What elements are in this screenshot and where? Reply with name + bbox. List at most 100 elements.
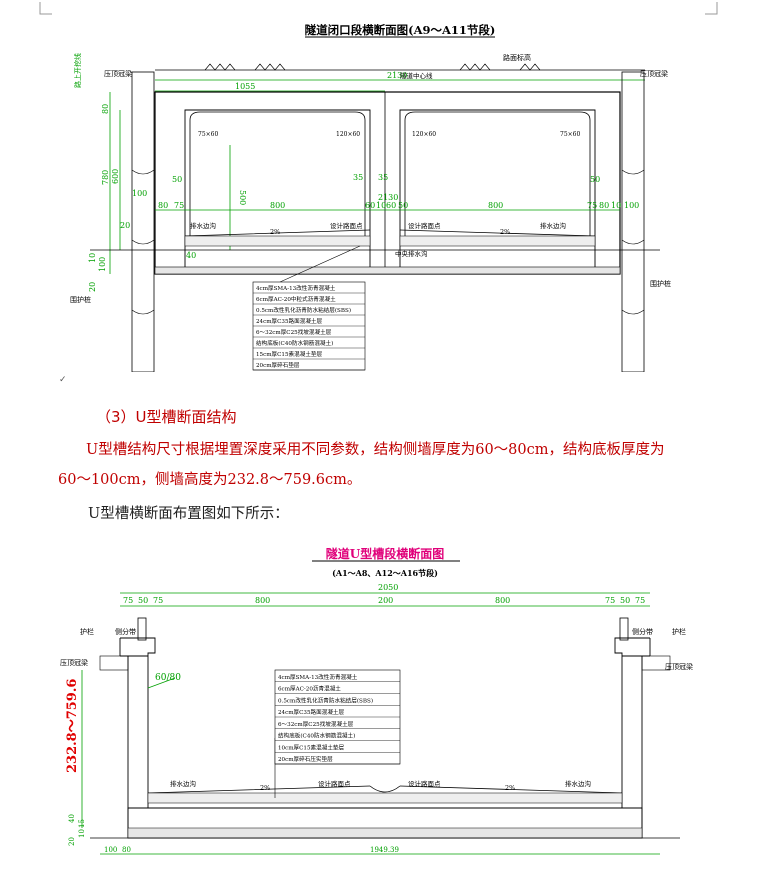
layer-row: 6cm厚AC-20沥青混凝土 bbox=[278, 685, 341, 693]
dim-half: 1055 bbox=[235, 82, 255, 91]
row-800b: 800 bbox=[488, 201, 503, 210]
dim2-r4: 800 bbox=[255, 596, 270, 605]
guard-r: 护栏 bbox=[672, 627, 686, 636]
u-groove-section-drawing: 隧道U型槽段横断面图 (A1～A8、A12～A16节段) 2050 75 50 … bbox=[60, 538, 710, 870]
row-800a: 800 bbox=[270, 201, 285, 210]
dim2-r3: 75 bbox=[153, 596, 163, 605]
row-100: 100 bbox=[624, 201, 639, 210]
dim-height: 780 bbox=[101, 170, 110, 185]
pile-left-label: 围护桩 bbox=[70, 295, 91, 304]
row-50: 50 bbox=[398, 201, 408, 210]
dim-total: 2130 bbox=[387, 71, 407, 80]
road-center-r-label: 设计路面点 bbox=[408, 221, 441, 230]
drain2-r: 排水边沟 bbox=[565, 779, 591, 788]
dim2-total: 2050 bbox=[378, 583, 398, 592]
dim-20: 20 bbox=[120, 221, 130, 230]
layers-table-2: 4cm厚SMA-13改性沥青混凝土 6cm厚AC-20沥青混凝土 0.5cm改性乳化… bbox=[274, 669, 401, 765]
left-crown-label: 压顶冠梁 bbox=[104, 69, 132, 78]
figure-caption: U型槽横断面布置图如下所示： bbox=[88, 506, 289, 522]
slope-r: 2% bbox=[500, 228, 510, 236]
dim2-r8: 50 bbox=[620, 596, 630, 605]
dim2-v10: 10 bbox=[78, 829, 86, 838]
section-heading: （3）U型槽断面结构 bbox=[96, 408, 237, 426]
dim2-b1: 100 bbox=[104, 846, 117, 854]
dim2-b3: 1949.39 bbox=[370, 846, 399, 854]
slope2-l: 2% bbox=[260, 784, 270, 792]
dim2-v20: 20 bbox=[68, 837, 76, 846]
drain-left-label: 排水边沟 bbox=[190, 221, 216, 230]
dim2-r9: 75 bbox=[635, 596, 645, 605]
dim2-r7: 75 bbox=[605, 596, 615, 605]
dim-wall50-r: 50 bbox=[590, 175, 600, 184]
row-10b: 10 bbox=[611, 201, 621, 210]
road-design-label: 路面标高 bbox=[503, 53, 531, 62]
dim-mid-h: 500 bbox=[238, 190, 247, 205]
drain2-l: 排水边沟 bbox=[170, 779, 196, 788]
dim2-r5: 200 bbox=[378, 596, 393, 605]
dim-mid2130: 2130 bbox=[378, 193, 398, 202]
page-corner-marks bbox=[39, 2, 718, 15]
paragraph-line-2: 60～100cm，侧墙高度为232.8～759.6cm。 bbox=[58, 472, 362, 488]
belt-l: 侧分带 bbox=[115, 627, 136, 636]
dim2-b2: 80 bbox=[122, 846, 131, 854]
road-center-l-label: 设计路面点 bbox=[330, 221, 363, 230]
cover-elev-label: 路上开挖线 bbox=[73, 53, 82, 88]
layer-row: 6～32cm厚C25找坡混凝土层 bbox=[256, 328, 332, 336]
dim-40: 40 bbox=[186, 251, 196, 260]
crown-l: 压顶冠梁 bbox=[60, 658, 88, 667]
row-60b: 60 bbox=[386, 201, 396, 210]
dim2-r2: 50 bbox=[138, 596, 148, 605]
dim2-v15: 15 bbox=[78, 819, 86, 828]
belt-r: 侧分带 bbox=[632, 627, 653, 636]
layers-table-1: 4cm厚SMA-13改性沥青混凝土 6cm厚AC-20中粒式沥青混凝土 0.5cm改… bbox=[252, 281, 366, 371]
guard-l: 护栏 bbox=[80, 627, 94, 636]
para-text-1: U型槽结构尺寸根据埋置深度采用不同参数，结构侧墙厚度为60～80cm，结构底板厚… bbox=[86, 442, 665, 458]
drawing2-title: 隧道U型槽段横断面图 bbox=[326, 546, 444, 561]
layer-row: 4cm厚SMA-13改性沥青混凝土 bbox=[256, 284, 336, 292]
slope-l: 2% bbox=[270, 228, 280, 236]
layer-row: 10cm厚C15素混凝土垫层 bbox=[278, 743, 345, 751]
corner-cr: 120×60 bbox=[412, 131, 436, 138]
slope2-r: 2% bbox=[505, 784, 515, 792]
dim2-r6: 800 bbox=[495, 596, 510, 605]
tunnel-center-label: 隧道中心线 bbox=[400, 71, 433, 80]
layer-row: 15cm厚C15素混凝土垫层 bbox=[256, 350, 323, 358]
corner-l: 75×60 bbox=[198, 131, 218, 138]
corner-r: 75×60 bbox=[560, 131, 580, 138]
layer-row: 4cm厚SMA-13改性沥青混凝土 bbox=[278, 673, 358, 681]
dim2-v40: 40 bbox=[68, 814, 76, 823]
dim-100: 100 bbox=[98, 257, 107, 272]
layer-row: 24cm厚C35路面混凝土层 bbox=[278, 708, 345, 716]
drawing1-title: 隧道闭口段横断面图(A9～A11节段) bbox=[305, 23, 496, 37]
crown-r: 压顶冠梁 bbox=[665, 662, 693, 671]
layer-row: 6～32cm厚C25找坡混凝土层 bbox=[278, 720, 354, 728]
paragraph-line-1: U型槽结构尺寸根据埋置深度采用不同参数，结构侧墙厚度为60～80cm，结构底板厚… bbox=[58, 436, 718, 465]
layer-row: 20cm厚碎石垫层 bbox=[256, 361, 300, 369]
dim-top-thick: 80 bbox=[101, 104, 110, 114]
layer-row: 结构底板(C40防水钢筋混凝土) bbox=[278, 732, 355, 740]
dim-10: 10 bbox=[88, 253, 97, 263]
right-crown-label: 压顶冠梁 bbox=[640, 69, 668, 78]
layer-row: 0.5cm改性乳化沥青防水粘结层(SBS) bbox=[278, 696, 373, 704]
dim-inner-h: 600 bbox=[111, 169, 120, 184]
layer-row: 0.5cm改性乳化沥青防水粘结层(SBS) bbox=[256, 306, 351, 314]
road2-l: 设计路面点 bbox=[318, 779, 351, 788]
row-10a: 10 bbox=[376, 201, 386, 210]
dim-35: 35 bbox=[353, 173, 363, 182]
road2-r: 设计路面点 bbox=[408, 779, 441, 788]
layer-row: 6cm厚AC-20中粒式沥青混凝土 bbox=[256, 295, 336, 303]
row-80a: 80 bbox=[158, 201, 168, 210]
row-80b: 80 bbox=[599, 201, 609, 210]
layer-row: 24cm厚C35路面混凝土层 bbox=[256, 317, 323, 325]
mid-drain-label: 中央排水沟 bbox=[395, 249, 428, 258]
wall-height-dim: 232.8～759.6 bbox=[65, 679, 80, 773]
dim-35b: 35 bbox=[378, 173, 388, 182]
row-75a: 75 bbox=[174, 201, 184, 210]
wall-thick-dim: 60/80 bbox=[155, 673, 181, 683]
drain-right-label: 排水边沟 bbox=[540, 221, 566, 230]
dim-wall50-l: 50 bbox=[172, 175, 182, 184]
row-60a: 60 bbox=[365, 201, 375, 210]
corner-cl: 120×60 bbox=[336, 131, 360, 138]
dim-left-100: 100 bbox=[132, 189, 147, 198]
